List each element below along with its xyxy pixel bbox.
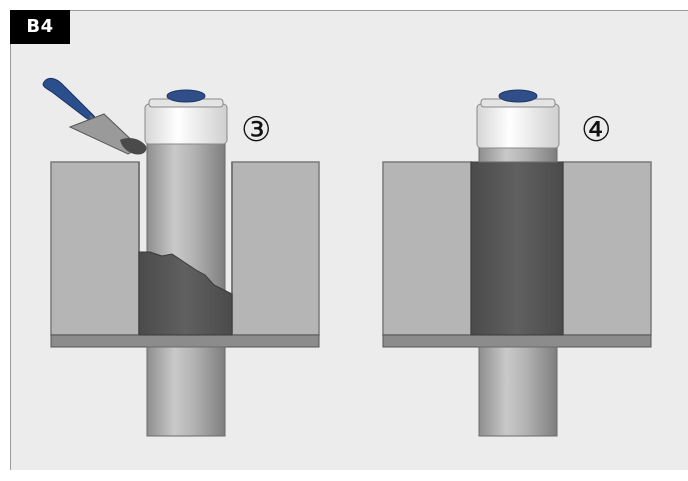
panel-step-4: ④ xyxy=(382,89,652,437)
panel-step-3: ③ xyxy=(42,77,320,437)
pipe-cap xyxy=(476,103,560,149)
wall-block-left xyxy=(382,161,472,336)
mortar-partial-fill xyxy=(138,251,233,336)
pipe-cap-top xyxy=(166,89,206,103)
pipe-lower xyxy=(478,346,558,437)
pipe-cap-top xyxy=(498,89,538,103)
floor-slab xyxy=(50,334,320,348)
pipe-lower xyxy=(146,346,226,437)
trowel-icon xyxy=(42,77,147,155)
floor-slab xyxy=(382,334,652,348)
wall-block-right xyxy=(562,161,652,336)
wall-block-left xyxy=(50,161,140,336)
pipe-cap xyxy=(144,103,228,145)
figure-badge: B4 xyxy=(10,10,70,44)
mortar-full-fill xyxy=(470,161,564,336)
step-number-4: ④ xyxy=(581,110,611,150)
wall-block-right xyxy=(231,161,320,336)
step-number-3: ③ xyxy=(241,110,271,150)
pipe-upper xyxy=(478,147,558,163)
